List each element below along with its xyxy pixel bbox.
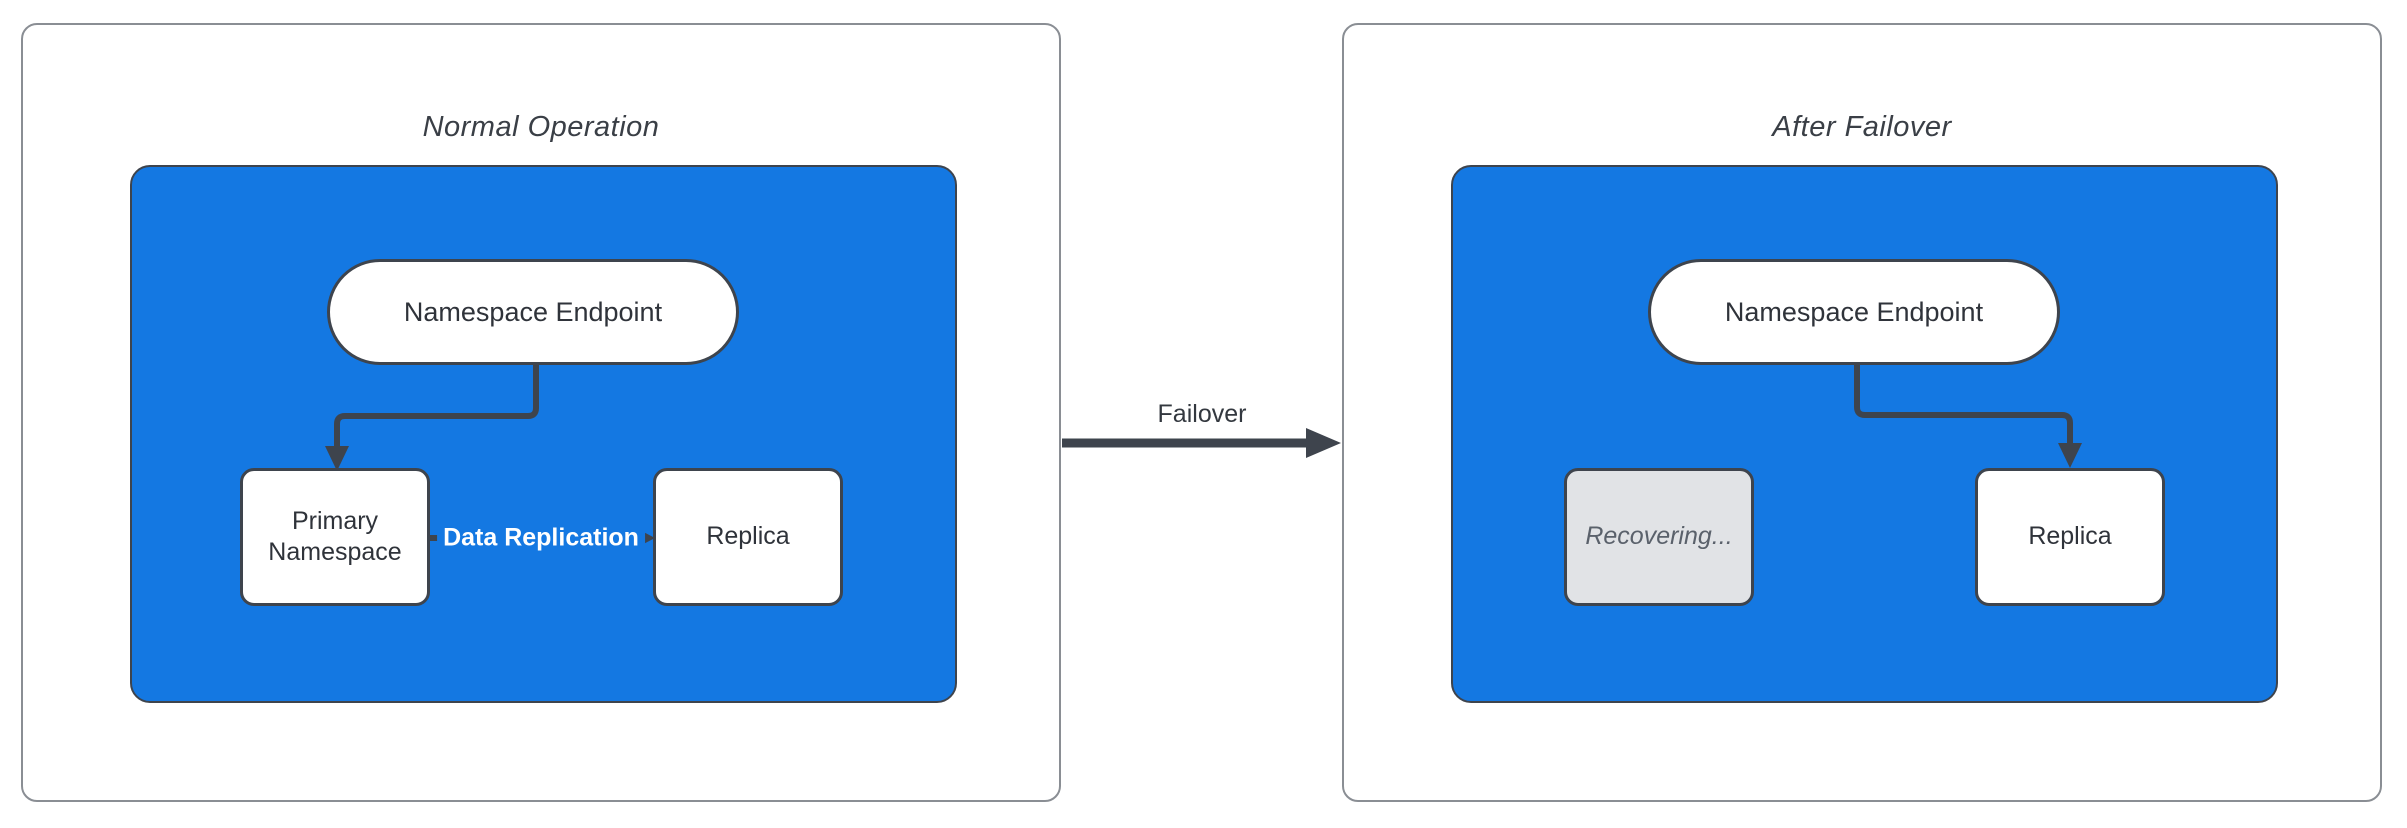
replica-node: Replica bbox=[1975, 468, 2165, 606]
namespace-endpoint-node: Namespace Endpoint bbox=[1648, 259, 2060, 365]
recovering-node: Recovering... bbox=[1564, 468, 1754, 606]
after-failover-panel: After Failover Namespace Endpoint Recove… bbox=[1342, 23, 2382, 802]
primary-namespace-node: Primary Namespace bbox=[240, 468, 430, 606]
normal-namespace-container: Namespace Endpoint Primary Namespace Dat… bbox=[130, 165, 957, 703]
normal-operation-panel: Normal Operation Namespace Endpoint Prim… bbox=[21, 23, 1061, 802]
after-failover-title: After Failover bbox=[1772, 111, 1952, 143]
namespace-endpoint-node: Namespace Endpoint bbox=[327, 259, 739, 365]
replica-node: Replica bbox=[653, 468, 843, 606]
arrowhead-right-icon bbox=[1306, 428, 1341, 458]
endpoint-to-primary-connector bbox=[325, 362, 655, 550]
failover-arrow bbox=[1062, 428, 1341, 458]
failover-namespace-container: Namespace Endpoint Recovering... Replica bbox=[1451, 165, 2278, 703]
normal-operation-title: Normal Operation bbox=[422, 111, 660, 143]
arrowhead-down-icon bbox=[2058, 443, 2082, 468]
failover-label: Failover bbox=[1157, 400, 1247, 428]
endpoint-to-replica-connector bbox=[1854, 359, 2082, 468]
data-replication-label: Data Replication bbox=[437, 521, 645, 555]
